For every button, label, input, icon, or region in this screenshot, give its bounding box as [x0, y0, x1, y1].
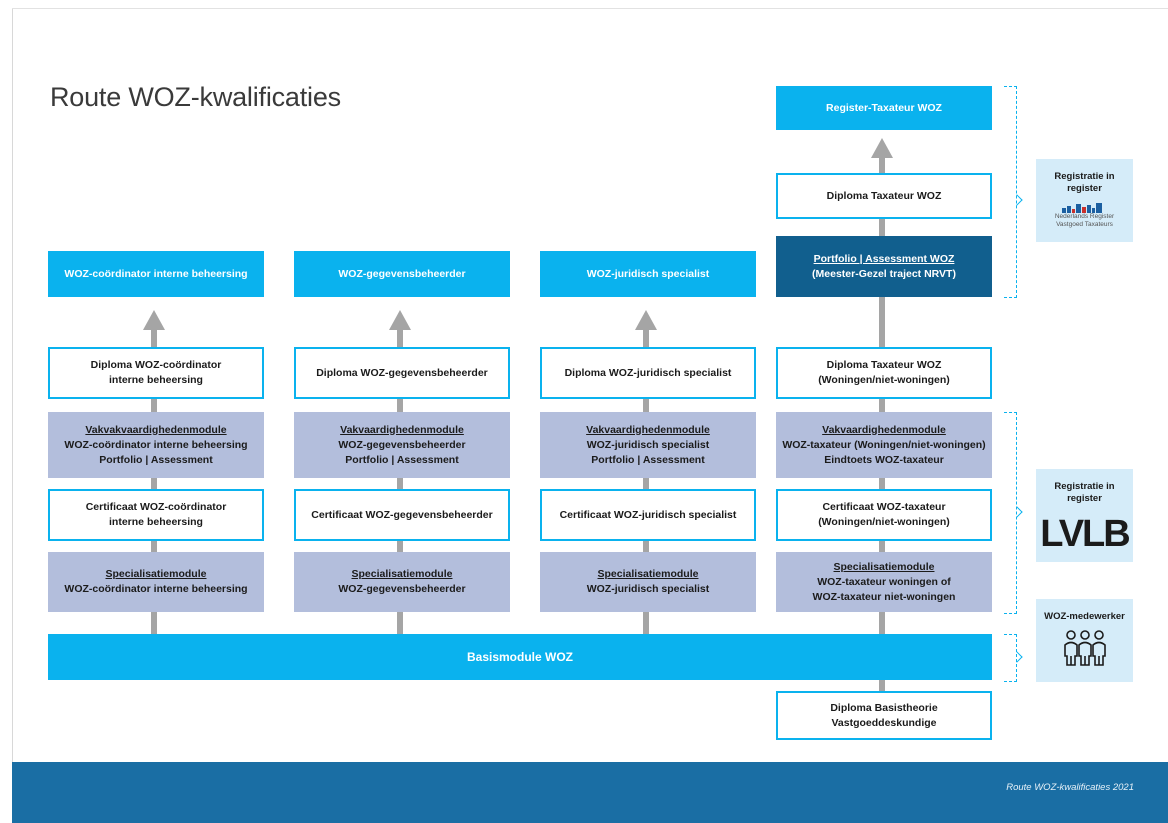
arrow-up-icon: [143, 310, 165, 330]
module-line: WOZ-juridisch specialist: [586, 583, 710, 595]
diploma-line: interne beheersing: [109, 374, 203, 386]
vak-module-taxateur: Vakvaardighedenmodule WOZ-taxateur (Woni…: [776, 412, 992, 478]
spec-module-gegevensbeheerder: Specialisatiemodule WOZ-gegevensbeheerde…: [294, 552, 510, 612]
diploma-taxateur: Diploma Taxateur WOZ (Woningen/niet-woni…: [776, 347, 992, 399]
module-line: Eindtoets WOZ-taxateur: [824, 453, 944, 466]
panel-nrvt: Registratie in register Nederlands Regis…: [1036, 159, 1133, 242]
panel-lvlb: Registratie in register LVLB: [1036, 469, 1133, 562]
module-line: WOZ-gegevensbeheerder: [338, 583, 466, 595]
frame-edge: [12, 8, 1168, 9]
diploma-line: Diploma WOZ-juridisch specialist: [564, 366, 732, 379]
module-heading: Specialisatiemodule: [597, 568, 699, 580]
diploma-juridisch-specialist: Diploma WOZ-juridisch specialist: [540, 347, 756, 399]
nrvt-logo-text: Nederlands Register: [1054, 213, 1115, 220]
diploma-line: Diploma Taxateur WOZ: [826, 189, 942, 202]
portfolio-line: (Meester-Gezel traject NRVT): [812, 267, 956, 280]
role-juridisch-specialist: WOZ-juridisch specialist: [540, 251, 756, 297]
bracket-nrvt: [1004, 86, 1017, 298]
module-heading: Vakvakvaardighedenmodule: [85, 423, 227, 436]
frame-edge: [12, 8, 13, 762]
arrow-up-icon: [635, 310, 657, 330]
panel-label: register: [1067, 493, 1102, 504]
module-line: WOZ-coördinator interne beheersing: [64, 438, 248, 451]
module-line: WOZ-taxateur (Woningen/niet-woningen): [782, 438, 986, 451]
basismodule-label: Basismodule WOZ: [466, 649, 573, 664]
module-heading: Specialisatiemodule: [105, 568, 207, 580]
vak-module-coordinator: Vakvakvaardighedenmodule WOZ-coördinator…: [48, 412, 264, 478]
diploma-line: Diploma Basistheorie: [830, 701, 938, 714]
register-taxateur-box: Register-Taxateur WOZ: [776, 86, 992, 130]
module-heading: Vakvaardighedenmodule: [822, 423, 946, 436]
panel-label: WOZ-medewerker: [1044, 611, 1125, 622]
module-heading: Specialisatiemodule: [351, 568, 453, 580]
panel-medewerker: WOZ-medewerker: [1036, 599, 1133, 682]
panel-label: Registratie in: [1054, 171, 1115, 182]
cert-gegevensbeheerder: Certificaat WOZ-gegevensbeheerder: [294, 489, 510, 541]
spec-module-coordinator: Specialisatiemodule WOZ-coördinator inte…: [48, 552, 264, 612]
lvlb-logo: LVLB: [1040, 513, 1130, 555]
diploma-basistheorie: Diploma Basistheorie Vastgoeddeskundige: [776, 691, 992, 740]
module-line: Portfolio | Assessment: [99, 453, 213, 466]
diploma-line: Vastgoeddeskundige: [831, 716, 937, 729]
vak-module-gegevensbeheerder: Vakvaardighedenmodule WOZ-gegevensbeheer…: [294, 412, 510, 478]
role-label: WOZ-gegevensbeheerder: [338, 267, 466, 280]
people-group-icon: [1063, 630, 1106, 666]
cert-juridisch-specialist: Certificaat WOZ-juridisch specialist: [540, 489, 756, 541]
diploma-taxateur-top: Diploma Taxateur WOZ: [776, 173, 992, 219]
cert-line: (Woningen/niet-woningen): [818, 516, 950, 528]
footer-band: Route WOZ-kwalificaties 2021: [12, 762, 1168, 823]
nrvt-logo-icon: [1062, 203, 1103, 213]
nrvt-logo-text: Vastgoed Taxateurs: [1056, 221, 1113, 228]
connector-line: [397, 330, 403, 634]
cert-line: Certificaat WOZ-gegevensbeheerder: [311, 508, 493, 521]
arrow-up-icon: [389, 310, 411, 330]
cert-coordinator: Certificaat WOZ-coördinator interne behe…: [48, 489, 264, 541]
page-title: Route WOZ-kwalificaties: [50, 82, 341, 112]
portfolio-assessment-woz: Portfolio | Assessment WOZ (Meester-Geze…: [776, 236, 992, 297]
footer-text: Route WOZ-kwalificaties 2021: [1006, 782, 1134, 793]
vak-module-juridisch-specialist: Vakvaardighedenmodule WOZ-juridisch spec…: [540, 412, 756, 478]
module-line: WOZ-taxateur woningen of: [817, 575, 951, 588]
module-line: Portfolio | Assessment: [345, 453, 459, 466]
diploma-line: Diploma WOZ-coördinator: [90, 359, 222, 371]
module-heading: Specialisatiemodule: [833, 560, 935, 573]
module-line: WOZ-juridisch specialist: [586, 438, 710, 451]
cert-line: Certificaat WOZ-coördinator: [85, 501, 227, 513]
spec-module-juridisch-specialist: Specialisatiemodule WOZ-juridisch specia…: [540, 552, 756, 612]
portfolio-heading: Portfolio | Assessment WOZ: [813, 252, 955, 265]
bracket-medewerker: [1004, 634, 1017, 682]
cert-line: Certificaat WOZ-taxateur: [822, 501, 946, 513]
module-heading: Vakvaardighedenmodule: [586, 423, 710, 436]
cert-line: Certificaat WOZ-juridisch specialist: [559, 508, 737, 521]
spec-module-taxateur: Specialisatiemodule WOZ-taxateur woninge…: [776, 552, 992, 612]
diploma-line: Diploma Taxateur WOZ: [826, 359, 942, 371]
panel-label: Registratie in: [1054, 481, 1115, 492]
module-line: Portfolio | Assessment: [591, 453, 705, 466]
module-line: WOZ-taxateur niet-woningen: [812, 590, 956, 603]
diploma-gegevensbeheerder: Diploma WOZ-gegevensbeheerder: [294, 347, 510, 399]
nrvt-logo: Nederlands Register Vastgoed Taxateurs: [1055, 203, 1114, 229]
diploma-line: (Woningen/niet-woningen): [818, 374, 950, 386]
role-label: WOZ-juridisch specialist: [586, 267, 710, 280]
cert-line: interne beheersing: [109, 516, 203, 528]
cert-taxateur: Certificaat WOZ-taxateur (Woningen/niet-…: [776, 489, 992, 541]
role-label: WOZ-coördinator interne beheersing: [64, 267, 248, 280]
diploma-line: Diploma WOZ-gegevensbeheerder: [316, 366, 488, 379]
module-line: WOZ-gegevensbeheerder: [338, 438, 466, 451]
role-gegevensbeheerder: WOZ-gegevensbeheerder: [294, 251, 510, 297]
basismodule-bar: Basismodule WOZ: [48, 634, 992, 680]
connector-line: [643, 330, 649, 634]
panel-label: register: [1067, 183, 1102, 194]
bracket-lvlb: [1004, 412, 1017, 614]
connector-line: [151, 330, 157, 634]
module-heading: Vakvaardighedenmodule: [340, 423, 464, 436]
arrow-up-icon: [871, 138, 893, 158]
diploma-coordinator: Diploma WOZ-coördinator interne beheersi…: [48, 347, 264, 399]
role-coordinator: WOZ-coördinator interne beheersing: [48, 251, 264, 297]
module-line: WOZ-coördinator interne beheersing: [64, 583, 248, 595]
role-label: Register-Taxateur WOZ: [826, 101, 942, 114]
